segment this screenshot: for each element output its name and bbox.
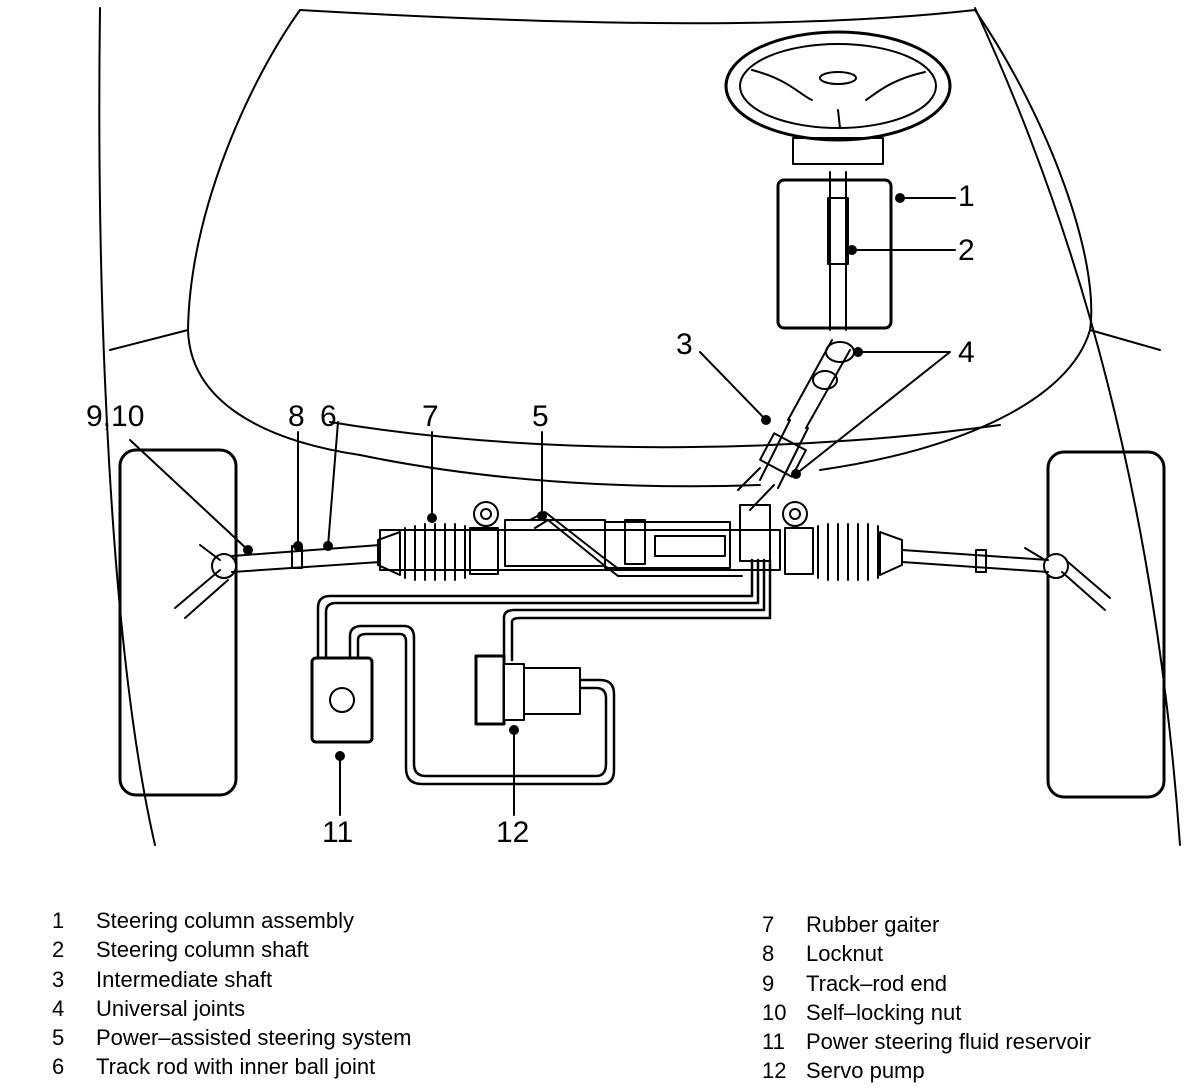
legend-text: Track rod with inner ball joint [96, 1054, 376, 1080]
legend-number: 4 [52, 995, 65, 1021]
legend-text: Power steering fluid reservoir [806, 1029, 1091, 1055]
callout-2: 2 [958, 234, 975, 267]
legend-item: 4 Universal joints [52, 994, 411, 1023]
legend-item: 6 Track rod with inner ball joint [52, 1052, 411, 1081]
legend-number: 1 [52, 908, 65, 933]
legend-text: Servo pump [806, 1058, 925, 1084]
steering-system-diagram: 1 2 3 4 5 6 7 8 9,10 11 12 [86, 7, 1181, 849]
steering-rack [379, 501, 808, 571]
fluid-reservoir [310, 656, 374, 744]
legend-number: 9 [762, 970, 775, 996]
legend-item: 5 Power–assisted steering system [52, 1023, 411, 1052]
left-wheel [118, 448, 238, 797]
callout-12: 12 [496, 816, 529, 849]
legend-item: 10 Self–locking nut [762, 998, 1091, 1027]
legend-item: 1 Steering column assembly [52, 906, 411, 935]
callout-5: 5 [532, 400, 549, 433]
legend-number: 6 [52, 1054, 65, 1080]
legend-text: Intermediate shaft [96, 966, 273, 992]
callout-9-10: 9,10 [86, 400, 144, 433]
legend-text: Power–assisted steering system [96, 1025, 412, 1051]
legend-text: Rubber gaiter [806, 912, 940, 937]
callout-11: 11 [322, 816, 353, 849]
legend-number: 7 [762, 912, 775, 937]
legend-item: 11 Power steering fluid reservoir [762, 1027, 1091, 1056]
legend-number: 2 [52, 937, 65, 963]
legend-item: 12 Servo pump [762, 1056, 1091, 1085]
car-body-outline [98, 7, 1181, 846]
callout-3: 3 [676, 328, 693, 361]
legend-text: Self–locking nut [806, 999, 962, 1025]
legend-text: Steering column shaft [96, 937, 309, 963]
callout-6: 6 [320, 400, 337, 433]
left-gaiter [377, 523, 499, 581]
callout-1: 1 [958, 180, 975, 213]
legend-item: 3 Intermediate shaft [52, 965, 411, 994]
callout-7: 7 [422, 400, 439, 433]
intermediate-shaft [737, 339, 855, 511]
left-track-rod [231, 544, 381, 573]
hydraulic-hoses [316, 558, 772, 786]
callout-4: 4 [958, 336, 975, 369]
legend-item: 2 Steering column shaft [52, 935, 411, 964]
legend-item: 7 Rubber gaiter [762, 910, 1091, 939]
legend-text: Locknut [806, 941, 884, 967]
legend-text: Track–rod end [806, 970, 948, 996]
legend-number: 12 [762, 1058, 787, 1084]
legend-number: 3 [52, 966, 65, 992]
legend-number: 8 [762, 941, 775, 967]
legend-left: 1 Steering column assembly 2 Steering colu… [52, 906, 411, 1082]
legend-item: 9 Track–rod end [762, 969, 1091, 998]
legend-text: Steering column assembly [96, 908, 355, 933]
callout-dots [243, 193, 905, 761]
steering-column-assembly [776, 171, 893, 331]
legend-right: 7 Rubber gaiter 8 Locknut 9 Track–rod end 1… [762, 910, 1091, 1086]
callout-8: 8 [288, 400, 305, 433]
steering-wheel [724, 30, 952, 165]
legend-text: Universal joints [96, 995, 246, 1021]
right-track-rod [901, 549, 1049, 573]
leader-lines [129, 197, 956, 816]
right-wheel [1024, 450, 1166, 799]
legend-number: 10 [762, 999, 787, 1025]
legend-item: 8 Locknut [762, 939, 1091, 968]
legend-number: 11 [762, 1029, 785, 1055]
right-gaiter [784, 523, 903, 581]
legend-number: 5 [52, 1025, 65, 1051]
servo-pump [474, 654, 581, 726]
